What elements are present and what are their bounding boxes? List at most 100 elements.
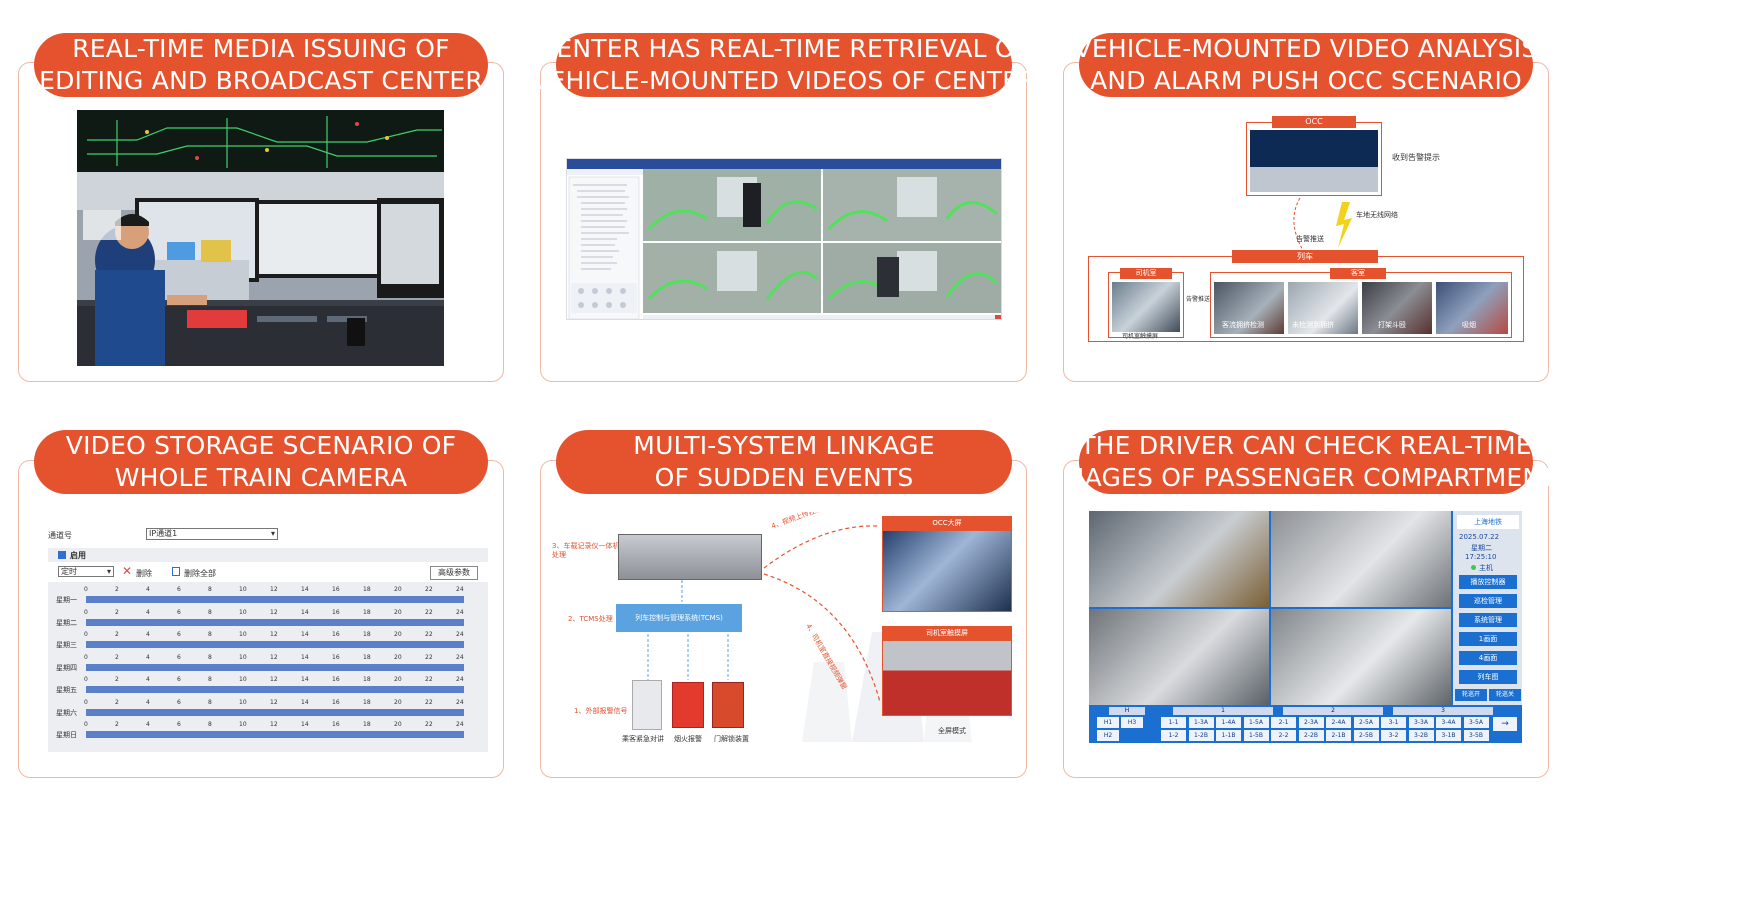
hmi-menu-button[interactable]: 系统管理: [1459, 613, 1517, 627]
camera-select-button[interactable]: 3-1: [1381, 717, 1406, 728]
camera-view: [1271, 609, 1451, 705]
hour-tick-label: 4: [146, 676, 150, 683]
camera-select-button[interactable]: 2-1: [1271, 717, 1296, 728]
camera-select-button[interactable]: 2-2: [1271, 730, 1296, 741]
camera-select-button[interactable]: 2-2B: [1298, 730, 1324, 741]
hour-tick-label: 0: [84, 608, 88, 616]
hmi-menu-button[interactable]: 4画面: [1459, 651, 1517, 665]
camera-select-button[interactable]: 1-4A: [1216, 717, 1241, 728]
mode-text: 主机: [1471, 563, 1493, 573]
status-dot-icon: [1471, 565, 1476, 570]
camera-view: [1271, 511, 1451, 607]
hour-tick-label: 4: [146, 721, 150, 728]
device-label: 乘客紧急对讲: [622, 735, 664, 743]
hour-tick-label: 14: [301, 631, 309, 638]
channel-select[interactable]: IP通道1 ▾: [146, 528, 278, 540]
hour-tick-label: 6: [177, 676, 181, 683]
schedule-bar[interactable]: [86, 641, 464, 648]
camera-select-button[interactable]: 3-5A: [1463, 717, 1489, 728]
hour-tick-label: 6: [177, 631, 181, 638]
hmi-menu-button[interactable]: 轮巡关: [1489, 689, 1521, 701]
wireless-label: 车地无线网络: [1356, 211, 1398, 219]
hmi-menu-button[interactable]: 播放控制器: [1459, 575, 1517, 589]
hour-tick-label: 22: [425, 586, 433, 593]
mode-select[interactable]: 定时 ▾: [58, 566, 114, 577]
hmi-menu-button[interactable]: 轮巡开: [1455, 689, 1487, 701]
schedule-bar[interactable]: [86, 618, 464, 626]
occ-diagram-lines: [1293, 197, 1352, 253]
camera-select-button[interactable]: H1: [1097, 717, 1119, 728]
scene-label: 客流拥挤检测: [1222, 321, 1264, 329]
hour-tick-label: 12: [270, 676, 278, 683]
car-label: 3: [1393, 707, 1493, 715]
hour-tick-label: 24: [456, 721, 464, 728]
scene-photo: [1214, 282, 1284, 334]
hmi-menu-button[interactable]: 列车图: [1459, 670, 1517, 684]
delete-button[interactable]: 删除: [136, 569, 152, 578]
enable-checkbox[interactable]: [58, 551, 66, 559]
hour-tick-label: 6: [177, 721, 181, 728]
schedule-bar[interactable]: [86, 596, 464, 603]
camera-select-button[interactable]: 1-2B: [1188, 730, 1214, 741]
camera-select-button[interactable]: 2-3A: [1298, 717, 1324, 728]
camera-select-button[interactable]: 1-3A: [1188, 717, 1214, 728]
camera-select-button[interactable]: 2-5A: [1353, 717, 1379, 728]
hour-tick-label: 2: [115, 698, 119, 706]
camera-select-button[interactable]: 1-5A: [1243, 717, 1269, 728]
hmi-menu-button[interactable]: 1画面: [1459, 632, 1517, 646]
hour-tick-label: 12: [270, 608, 278, 616]
camera-select-button[interactable]: 3-4A: [1436, 717, 1461, 728]
trash-icon[interactable]: [172, 567, 180, 576]
hmi-menu-button[interactable]: 巡检管理: [1459, 594, 1517, 608]
schedule-bar[interactable]: [86, 663, 464, 671]
close-icon[interactable]: ✕: [122, 564, 133, 578]
schedule-bar[interactable]: [86, 708, 464, 716]
hour-tick-label: 22: [425, 631, 433, 638]
hour-tick-label: 16: [332, 631, 340, 638]
hour-tick-label: 4: [146, 631, 150, 638]
camera-select-button[interactable]: 2-4A: [1326, 717, 1351, 728]
advanced-button[interactable]: 高级参数: [430, 566, 478, 580]
hour-tick-label: 18: [363, 721, 371, 728]
hour-tick-label: 12: [270, 721, 278, 728]
schedule-bar[interactable]: [86, 686, 464, 693]
hour-tick-label: 10: [239, 698, 247, 706]
occ-alarm-diagram: OCC 收到告警提示 车地无线网络 告警推送 列车 司机室 司机室触摸屏 告警推…: [1086, 112, 1528, 344]
next-arrow-button[interactable]: →: [1493, 717, 1517, 731]
occ-screen-photo: [1250, 130, 1378, 192]
delete-all-button[interactable]: 删除全部: [184, 569, 216, 578]
camera-select-button[interactable]: 1-1: [1161, 717, 1186, 728]
schedule-bar[interactable]: [86, 731, 464, 738]
camera-select-button[interactable]: 2-5B: [1353, 730, 1379, 741]
hour-tick-label: 24: [456, 608, 464, 616]
camera-select-button[interactable]: H3: [1121, 717, 1143, 728]
camera-select-button[interactable]: 3-5B: [1463, 730, 1489, 741]
day-label: 星期一: [56, 596, 77, 604]
camera-select-button[interactable]: 3-1B: [1436, 730, 1461, 741]
panel-title-line: VEHICLE-MOUNTED VIDEO ANALYSIS: [1074, 34, 1538, 63]
fullscreen-label: 全屏模式: [938, 727, 966, 735]
hour-tick-label: 22: [425, 608, 433, 616]
hour-tick-label: 16: [332, 721, 340, 728]
occ-screen-label: OCC大屏: [882, 516, 1012, 530]
camera-select-button[interactable]: 3-2B: [1408, 730, 1434, 741]
hour-tick-label: 6: [177, 653, 181, 661]
camera-select-button[interactable]: 1-1B: [1216, 730, 1241, 741]
panel-title-line: EDITING AND BROADCAST CENTER: [39, 66, 483, 95]
camera-select-button[interactable]: 2-1B: [1326, 730, 1351, 741]
camera-select-button[interactable]: 3-2: [1381, 730, 1406, 741]
camera-select-button[interactable]: 3-3A: [1408, 717, 1434, 728]
panel-title-6: THE DRIVER CAN CHECK REAL-TIME IMAGES OF…: [1055, 430, 1557, 494]
camera-view: [1089, 511, 1269, 607]
hour-tick-label: 14: [301, 608, 309, 616]
camera-select-button[interactable]: 1-2: [1161, 730, 1186, 741]
hour-tick-label: 0: [84, 631, 88, 638]
hour-tick-label: 8: [208, 653, 212, 661]
driver-hmi-screen: 上海地铁 2025.07.22 星期二 17:25:10 主机 播放控制器巡检管…: [1089, 511, 1522, 743]
day-label: 星期三: [56, 641, 77, 649]
camera-select-button[interactable]: 1-5B: [1243, 730, 1269, 741]
camera-select-button[interactable]: H2: [1097, 730, 1119, 741]
hour-tick-label: 16: [332, 653, 340, 661]
hour-tick-label: 8: [208, 721, 212, 728]
